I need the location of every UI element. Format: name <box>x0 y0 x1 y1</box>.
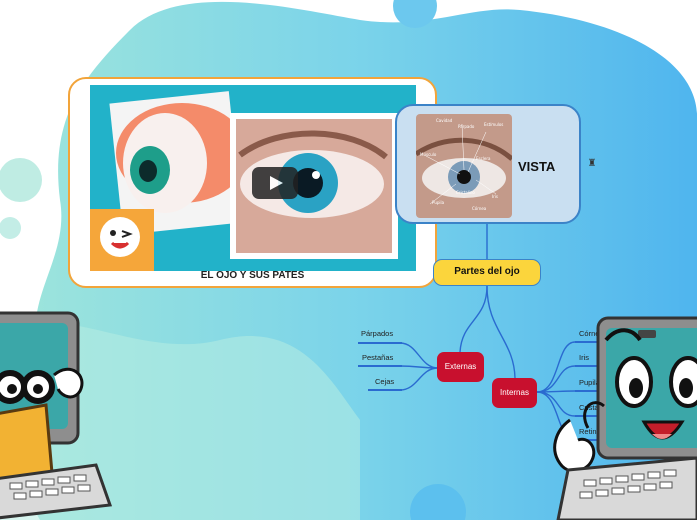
eye-diagram-photo: Cavidad Párpado Estímulos Músculo Escler… <box>416 114 512 218</box>
laptop-mascot-right <box>548 310 697 520</box>
externas-item-underline <box>358 365 402 367</box>
hub-node[interactable]: Partes del ojo <box>433 259 541 286</box>
laptop-mascot-left <box>0 305 115 520</box>
externas-item-underline <box>358 342 402 344</box>
link-icon[interactable]: ♜ <box>586 158 598 170</box>
eye-photo-label: Músculo <box>420 152 436 157</box>
eye-photo-label: Iris <box>492 194 498 199</box>
vista-title: VISTA <box>518 159 555 174</box>
connector-hub-internas <box>487 286 515 378</box>
eye-photo-label: Cristalino <box>456 190 475 195</box>
video-thumbnail[interactable] <box>90 85 416 271</box>
eye-photo-label: Córnea <box>472 206 486 211</box>
eye-photo-label: Pupila <box>432 200 444 205</box>
externas-item-cejas[interactable]: Cejas <box>375 377 394 386</box>
externas-item-pestanas[interactable]: Pestañas <box>362 353 393 362</box>
connector-externas-parpados <box>400 343 438 368</box>
emoji-face-icon <box>100 217 140 257</box>
video-card[interactable]: EL OJO Y SUS PATES <box>68 77 437 288</box>
eye-photo-label: Estímulos <box>484 122 503 127</box>
connector-externas-cejas <box>400 368 438 390</box>
externas-item-parpados[interactable]: Párpados <box>361 329 393 338</box>
connector-hub-externas <box>460 286 487 352</box>
video-caption: EL OJO Y SUS PATES <box>70 270 435 281</box>
externas-item-underline <box>368 389 402 391</box>
externas-node[interactable]: Externas <box>437 352 484 382</box>
eye-diagram-art <box>416 114 512 218</box>
vista-node[interactable]: Cavidad Párpado Estímulos Músculo Escler… <box>395 104 581 224</box>
play-icon[interactable] <box>252 167 298 199</box>
eye-photo-label: Párpado <box>458 124 474 129</box>
internas-node[interactable]: Internas <box>492 378 537 408</box>
eye-photo-label: Esclera <box>476 156 490 161</box>
eye-photo-label: Cavidad <box>436 118 452 123</box>
